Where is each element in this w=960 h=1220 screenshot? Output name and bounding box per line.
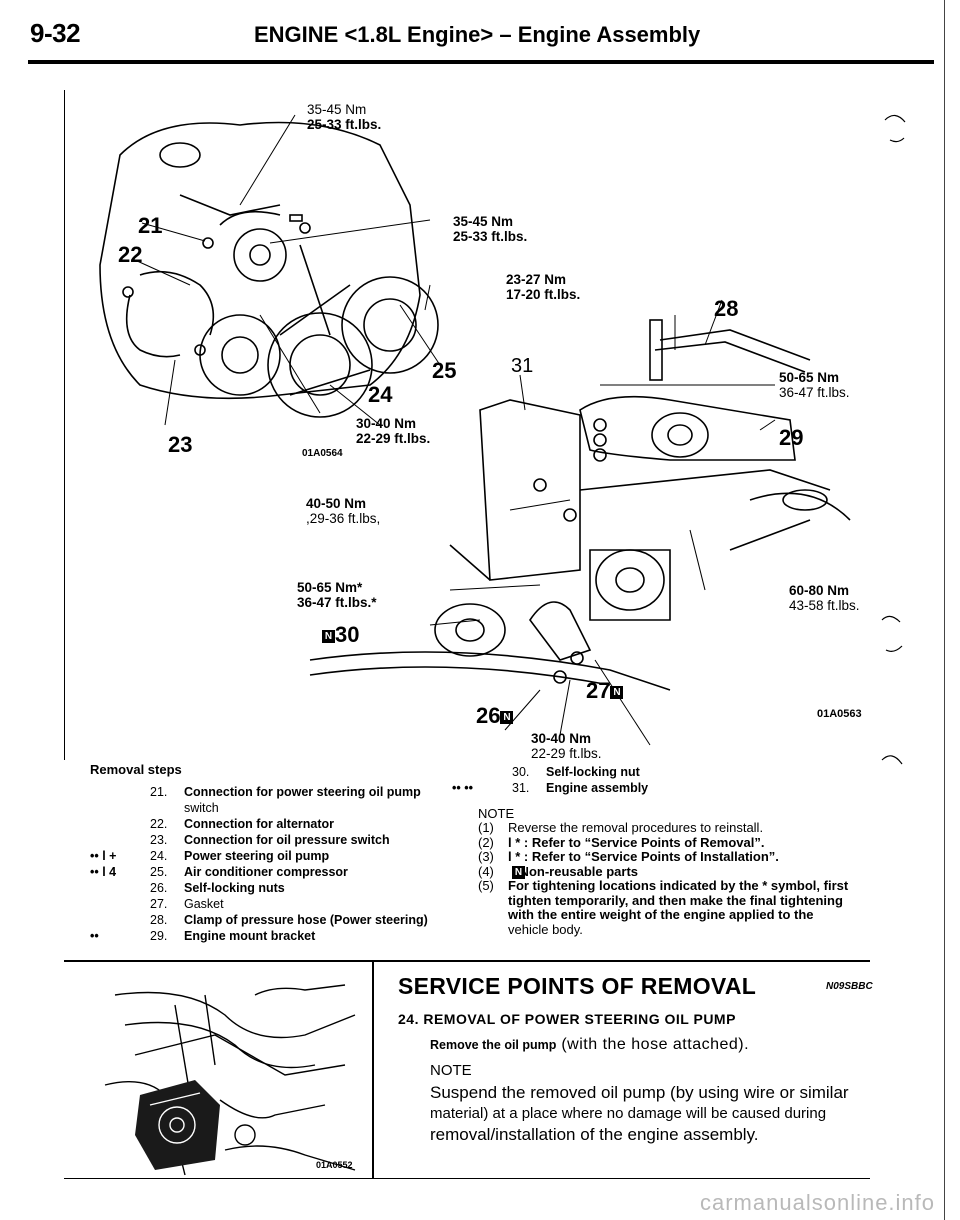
list-item: 28.Clamp of pressure hose (Power steerin… (150, 913, 428, 927)
list-item: 21.Connection for power steering oil pum… (150, 785, 421, 799)
callout-21: 21 (138, 213, 163, 238)
list-item: 26.Self-locking nuts (150, 881, 285, 895)
list-item: vehicle body. (508, 921, 583, 937)
list-item: 23.Connection for oil pressure switch (150, 833, 390, 847)
callout-28: 28 (714, 296, 739, 321)
list-item: 27.Gasket (150, 897, 224, 911)
service-note-label: NOTE (430, 1062, 472, 1079)
list-item: 22.Connection for alternator (150, 817, 335, 831)
list-item: 30.Self-locking nut (512, 765, 640, 779)
figure-id: 01A0564 (302, 448, 343, 459)
watermark: carmanualsonline.info (700, 1190, 936, 1215)
page-number: 9-32 (30, 18, 81, 48)
service-subheading: 24. REMOVAL OF POWER STEERING OIL PUMP (398, 1011, 736, 1027)
list-item: •• l 4 25.Air conditioner compressor (90, 865, 348, 879)
list-item: switch (184, 801, 219, 815)
section-divider (64, 960, 870, 962)
header-rule (28, 60, 934, 64)
callout-25: 25 (432, 358, 457, 383)
pump-figure-frame (64, 962, 374, 1178)
service-code: N09SBBC (826, 981, 873, 992)
note-heading: NOTE (478, 806, 515, 821)
figure-engine-accessories (99, 114, 441, 426)
callout-29: 29 (779, 425, 804, 450)
list-item: (5)For tightening locations indicated by… (478, 878, 849, 893)
list-item: tighten temporarily, and then make the f… (508, 892, 843, 908)
callout-22: 22 (118, 242, 143, 267)
list-item: (1)Reverse the removal procedures to rei… (478, 820, 764, 835)
page-title: ENGINE <1.8L Engine> – Engine Assembly (254, 22, 701, 47)
figure-pump-suspended (104, 975, 365, 1176)
non-reusable-mark: N (500, 710, 514, 724)
figure-frame-rule (64, 90, 65, 760)
figure-id: 01A0552 (316, 1160, 353, 1170)
torque-label: 40-50 Nm,29-36 ft.lbs, (306, 496, 381, 526)
non-reusable-mark: N (322, 629, 335, 643)
figure-engine-mount (309, 299, 851, 746)
list-item: ••29.Engine mount bracket (90, 929, 316, 943)
callout-23: 23 (168, 432, 193, 457)
service-instruction: Remove the oil pump (with the hose attac… (430, 1036, 750, 1053)
figure-id: 01A0563 (817, 708, 862, 720)
list-item: •• •• 31.Engine assembly (452, 781, 649, 795)
footer-rule (64, 1178, 870, 1179)
list-item: (2)l * : Refer to “Service Points of Rem… (478, 834, 765, 850)
callout-31: 31 (511, 355, 534, 377)
removal-steps-list: 21.Connection for power steering oil pum… (90, 784, 428, 944)
callout-24: 24 (368, 382, 393, 407)
torque-label: 50-65 Nm*36-47 ft.lbs.* (297, 580, 377, 610)
list-item: •• l + 24.Power steering oil pump (90, 849, 330, 863)
non-reusable-mark: N (610, 685, 624, 699)
removal-steps-list-right: 30.Self-locking nut •• •• 31.Engine asse… (452, 764, 648, 796)
service-note-text: Suspend the removed oil pump (by using w… (430, 1083, 849, 1144)
removal-steps-heading: Removal steps (90, 762, 182, 777)
non-reusable-mark: N (512, 865, 525, 879)
margin-marks (881, 114, 906, 765)
note-list: (1)Reverse the removal procedures to rei… (478, 820, 849, 937)
page-edge-rule (944, 0, 945, 1220)
list-item: with the entire weight of the engine app… (508, 907, 814, 922)
list-item: (3)l * : Refer to “Service Points of Ins… (478, 849, 779, 864)
service-points-title: SERVICE POINTS OF REMOVAL (398, 973, 757, 999)
